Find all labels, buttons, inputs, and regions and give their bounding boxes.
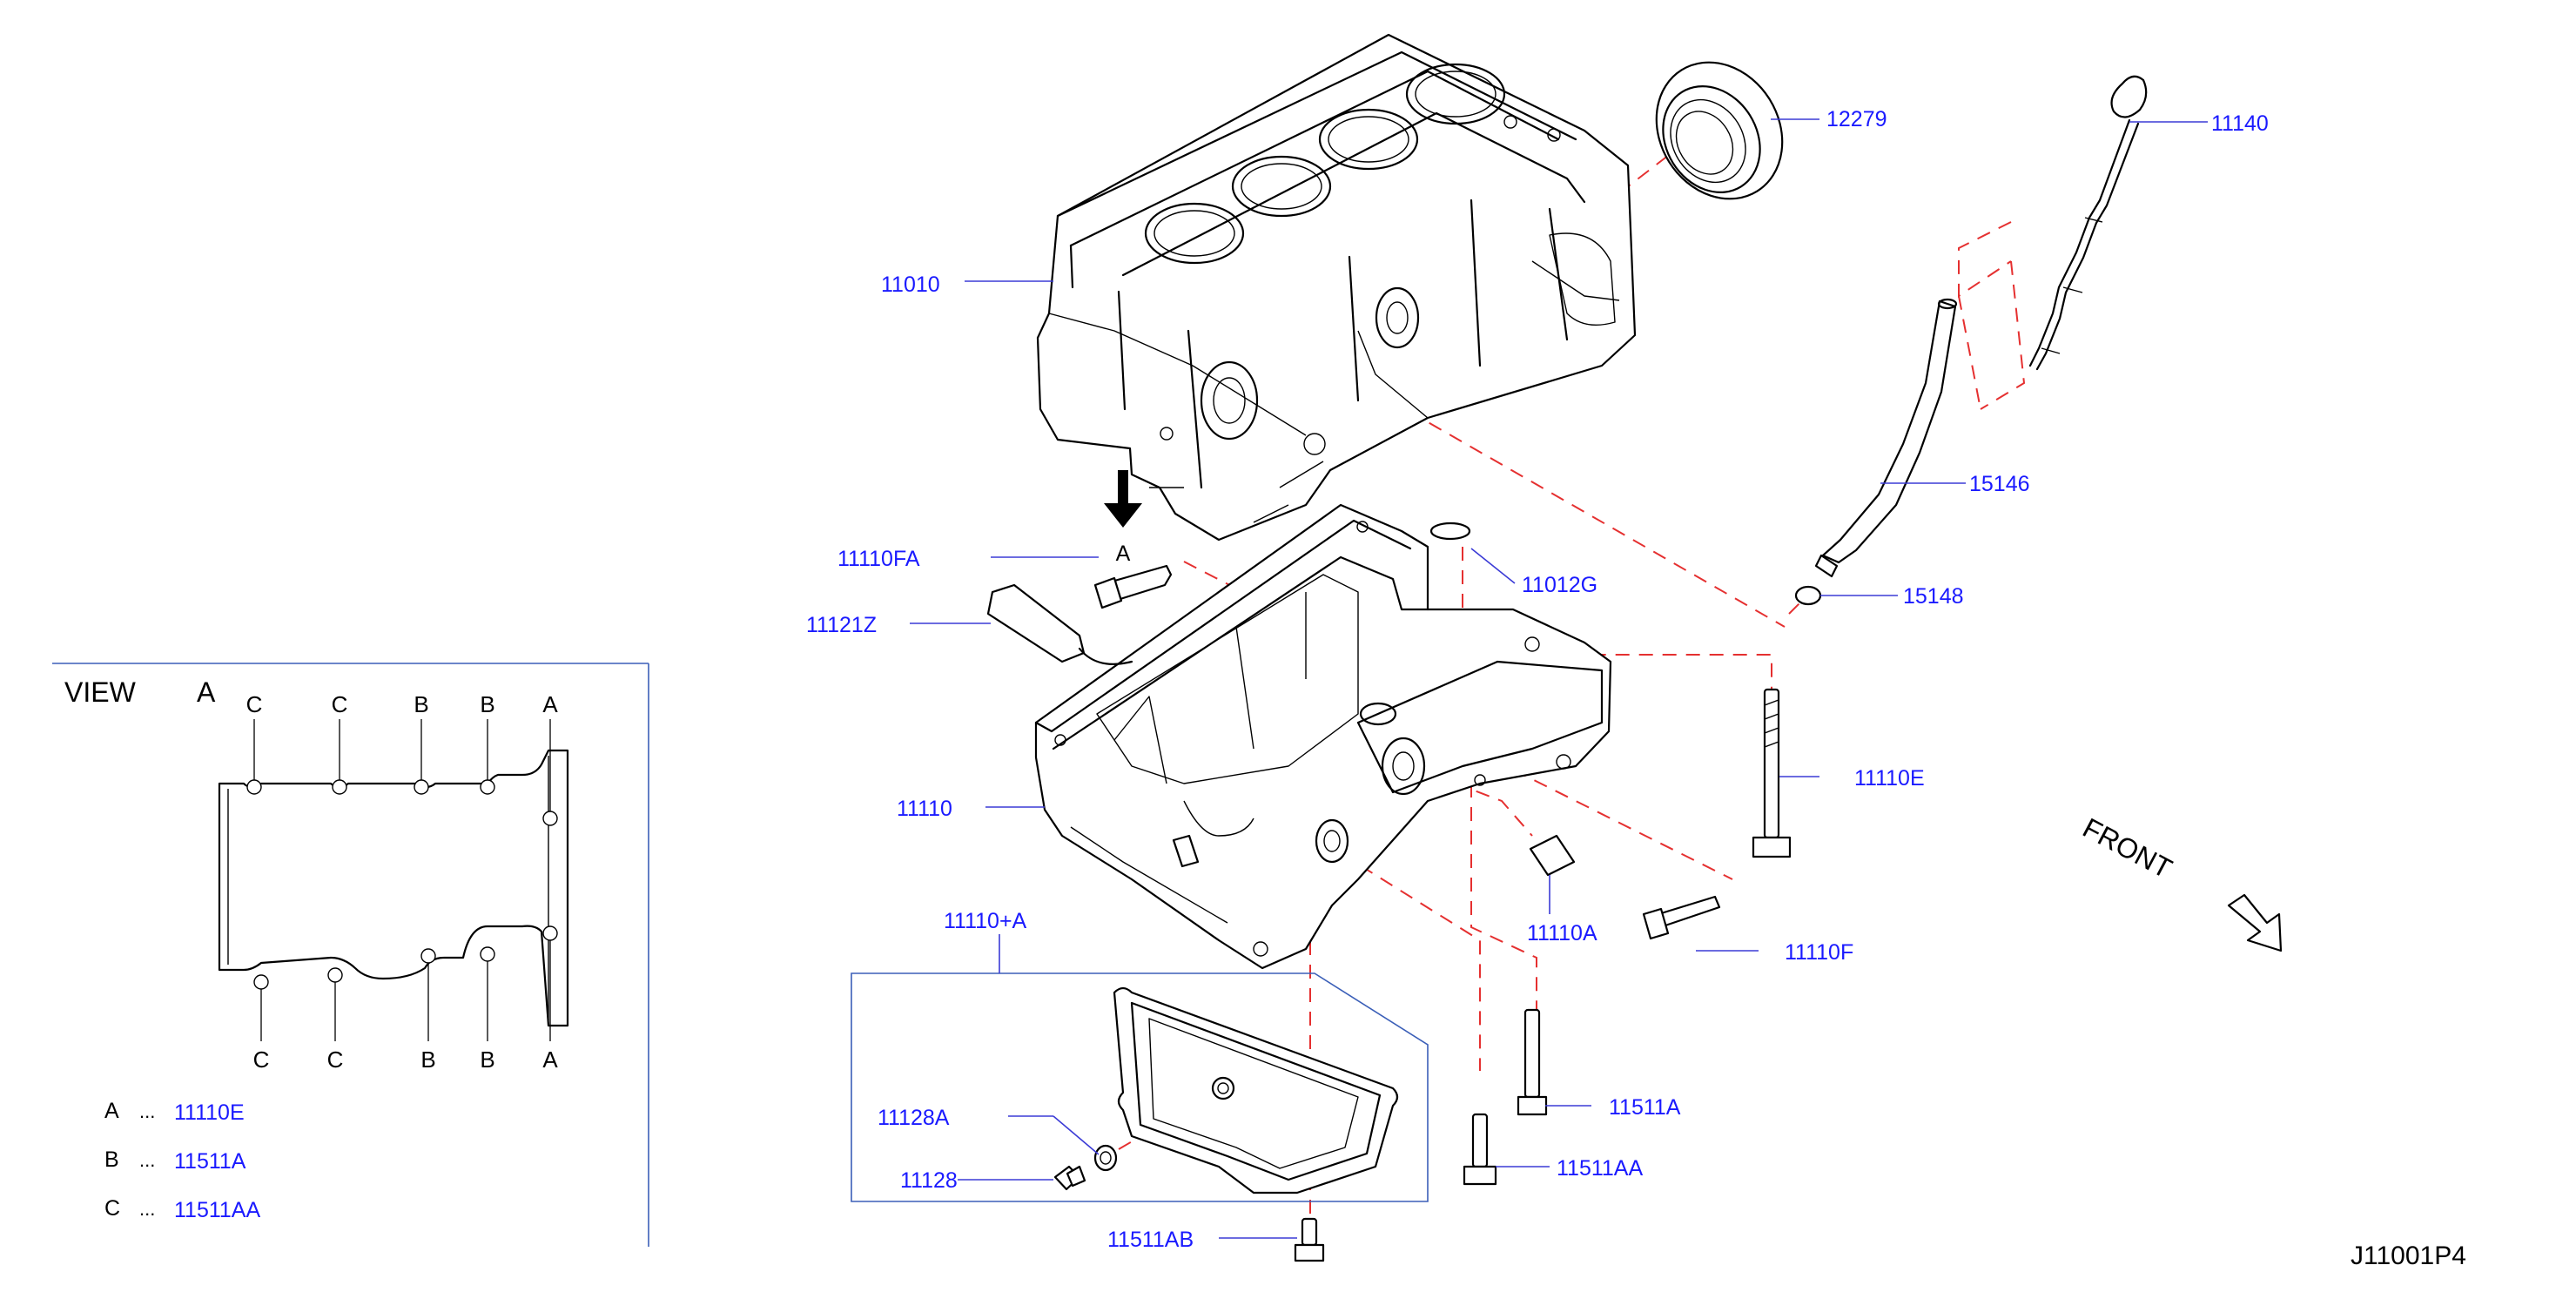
callout-11110FA[interactable]: 11110FA [837, 547, 920, 571]
view-top-letters: C C B B A [246, 691, 559, 717]
view-title: VIEW [64, 676, 137, 708]
diagram-id: J11001P4 [2351, 1242, 2466, 1270]
legend-sep: ... [139, 1100, 155, 1122]
bolt-hole [542, 925, 558, 941]
bolt-hole [480, 946, 495, 962]
washer-11128A [1093, 1144, 1118, 1172]
front-label: FRONT [2078, 811, 2177, 885]
view-bottom-label: B [480, 1046, 494, 1073]
o-ring-15148 [1794, 585, 1822, 606]
callout-11110[interactable]: 11110 [897, 797, 952, 821]
callout-11110A[interactable]: 11110A [1527, 921, 1597, 945]
plug-11012G [1429, 522, 1471, 541]
drain-plug-11128 [1053, 1165, 1086, 1191]
front-arrow-icon [2227, 893, 2283, 952]
view-oil-pan-flange [218, 749, 569, 1027]
bolt-11110F [1642, 895, 1721, 940]
view-top-label: B [414, 691, 428, 717]
bolt-11511AB [1294, 1217, 1325, 1262]
down-arrow-icon [1104, 470, 1142, 528]
group-bracket [851, 972, 1429, 1202]
legend-part[interactable]: 11110E [174, 1100, 245, 1125]
stud-11110A [1529, 834, 1576, 877]
bolt-hole [327, 967, 343, 983]
view-top-label: A [542, 691, 558, 717]
bolt-11110FA [1093, 564, 1173, 609]
dipstick-tube-15146 [1814, 298, 1958, 578]
bolt-hole [253, 974, 269, 990]
view-top-label: C [246, 691, 263, 717]
dipstick-11140 [2028, 75, 2148, 371]
view-bottom-label: C [253, 1046, 270, 1073]
bolt-hole [480, 779, 495, 795]
view-legend: A ... 11110E B ... 11511A C ... 11511AA [104, 1099, 260, 1222]
callout-11511AA[interactable]: 11511AA [1557, 1156, 1643, 1181]
view-a-panel: VIEW A [52, 663, 649, 1247]
view-bottom-label: C [327, 1046, 344, 1073]
legend-sep: ... [139, 1198, 155, 1220]
callout-11128[interactable]: 11128 [900, 1168, 958, 1193]
cylinder-block-11010 [1036, 33, 1637, 542]
bolt-11511A [1517, 1008, 1548, 1116]
view-letter: A [197, 676, 216, 708]
baffle-11121Z [986, 583, 1133, 665]
bolt-11511AA [1463, 1113, 1497, 1186]
assembly-line [1470, 784, 1537, 1010]
callout-11110F[interactable]: 11110F [1785, 940, 1853, 965]
legend-sep: ... [139, 1149, 155, 1171]
callout-11128A[interactable]: 11128A [878, 1106, 950, 1130]
view-top-label: B [480, 691, 494, 717]
view-bottom-label: B [420, 1046, 435, 1073]
callout-11140[interactable]: 11140 [2211, 111, 2269, 136]
view-bolt-holes [246, 779, 558, 990]
assembly-line [1958, 221, 2026, 410]
assembly-line [1366, 547, 1463, 697]
callout-11121Z[interactable]: 11121Z [806, 613, 877, 637]
callout-15146[interactable]: 15146 [1969, 472, 2030, 496]
upper-oil-pan-11110 [1034, 503, 1612, 970]
view-arrow-label: A [1116, 542, 1131, 566]
legend-key: A [104, 1099, 119, 1123]
bolt-hole [542, 811, 558, 826]
leader-lines [910, 118, 2208, 1239]
assembly-line [1340, 852, 1481, 1071]
view-bottom-letters: C C B B A [253, 1046, 559, 1073]
callout-11511AB[interactable]: 11511AB [1107, 1228, 1194, 1252]
oil-seal-12279 [1655, 61, 1784, 200]
callouts: 11010 12279 11140 15146 15148 11110FA 11… [806, 107, 2269, 1252]
callout-12279[interactable]: 12279 [1826, 107, 1887, 131]
callout-15148[interactable]: 15148 [1903, 584, 1964, 609]
bolt-hole [414, 779, 429, 795]
callout-11110E[interactable]: 11110E [1854, 766, 1925, 791]
callout-11012G[interactable]: 11012G [1522, 573, 1597, 597]
view-bottom-label: A [542, 1046, 558, 1073]
legend-key: C [104, 1196, 120, 1221]
callout-11511A[interactable]: 11511A [1609, 1095, 1681, 1120]
view-a-arrow: A [1104, 470, 1142, 566]
legend-part[interactable]: 11511A [174, 1149, 246, 1174]
legend-part[interactable]: 11511AA [174, 1198, 260, 1222]
front-indicator: FRONT [2078, 811, 2283, 952]
view-top-label: C [332, 691, 348, 717]
lower-oil-pan-group [851, 972, 1429, 1202]
bolt-hole [246, 779, 262, 795]
assembly-line [1427, 654, 1772, 705]
legend-key: B [104, 1147, 119, 1172]
bolt-hole [332, 779, 347, 795]
bolt-11110E [1752, 688, 1792, 858]
view-letter-leaders [253, 719, 551, 1041]
callout-11110-plus-a[interactable]: 11110+A [944, 909, 1027, 933]
callout-11010[interactable]: 11010 [881, 273, 940, 297]
bolt-hole [420, 948, 436, 964]
